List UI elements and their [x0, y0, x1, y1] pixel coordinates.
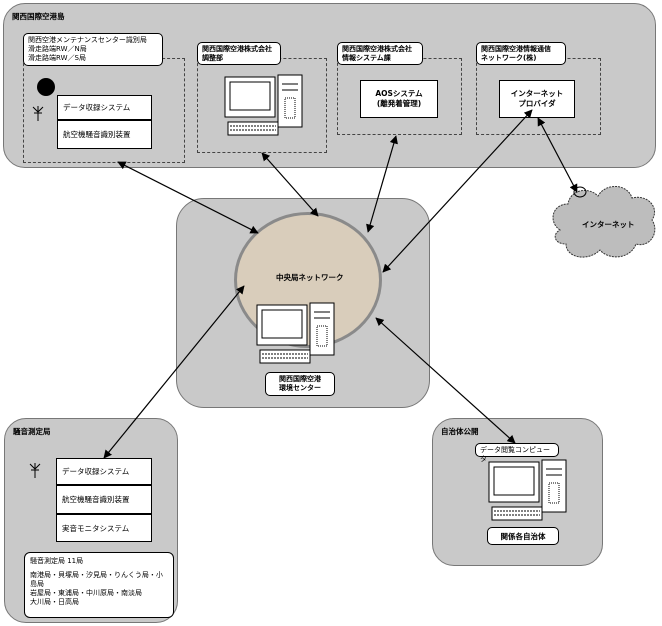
aos-system-box: AOSシステム (離発着管理)	[360, 80, 438, 118]
stations-heading: 騒音測定局 11局	[30, 557, 84, 565]
microphone-icon	[37, 78, 55, 96]
infosys-label: 関西国際空港株式会社 情報システム課	[337, 42, 423, 65]
system-noise-identification: 航空機騒音識別装置	[56, 485, 152, 514]
data-viewing-computer-label: データ閲覧コンピュータ	[475, 443, 559, 463]
maintenance-line: 滑走路端RW／N局	[28, 45, 87, 53]
environment-center-line: 環境センター	[279, 384, 321, 392]
central-network-label: 中央局ネットワーク	[276, 273, 344, 282]
municipalities-label: 関係各自治体	[487, 527, 559, 545]
isp-line: インターネット	[510, 89, 564, 98]
stations-line: 岩屋局・東浦局・中川原局・南淡局	[30, 589, 142, 597]
computer-icon	[222, 72, 307, 140]
maintenance-line: 関西空港メンテナンスセンター識別局	[28, 36, 147, 44]
coordination-label: 関西国際空港株式会社 調整部	[197, 42, 281, 65]
infosys-line: 関西国際空港株式会社	[342, 45, 412, 53]
stations-line: 大川局・日高局	[30, 598, 79, 606]
stations-line: 島局	[30, 580, 44, 588]
computer-icon	[254, 300, 339, 368]
antenna-icon	[28, 461, 42, 479]
isp-line: プロバイダ	[518, 99, 556, 108]
stations-list-box: 騒音測定局 11局 南港局・貝塚局・汐見局・りんくう局・小 島局 岩屋局・東浦局…	[24, 552, 174, 618]
network-company-line: ネットワーク(株)	[481, 54, 537, 62]
network-company-line: 関西国際空港情報通信	[481, 45, 551, 53]
system-noise-identification: 航空機騒音識別装置	[57, 120, 152, 149]
computer-icon	[486, 457, 571, 525]
municipal-title: 自治体公開	[441, 427, 479, 436]
maintenance-label: 関西空港メンテナンスセンター識別局 滑走路端RW／N局 滑走路端RW／S局	[23, 33, 163, 66]
cloud-icon: インターネット	[548, 180, 660, 265]
coordination-line: 調整部	[202, 54, 223, 62]
coordination-line: 関西国際空港株式会社	[202, 45, 272, 53]
island-title: 関西国際空港島	[12, 12, 65, 21]
aos-line: AOSシステム	[375, 89, 423, 98]
system-audio-monitor: 実音モニタシステム	[56, 514, 152, 542]
system-data-recording: データ収録システム	[56, 458, 152, 485]
infosys-line: 情報システム課	[342, 54, 391, 62]
isp-box: インターネット プロバイダ	[499, 80, 575, 118]
system-data-recording: データ収録システム	[57, 95, 152, 120]
aos-line: (離発着管理)	[376, 99, 422, 108]
monitoring-title: 騒音測定局	[13, 427, 51, 436]
stations-line: 南港局・貝塚局・汐見局・りんくう局・小	[30, 571, 163, 579]
environment-center-label: 関西国際空港 環境センター	[265, 372, 335, 396]
antenna-icon	[31, 104, 45, 122]
internet-label: インターネット	[582, 220, 635, 229]
network-company-label: 関西国際空港情報通信 ネットワーク(株)	[476, 42, 566, 65]
environment-center-line: 関西国際空港	[279, 375, 321, 383]
maintenance-line: 滑走路端RW／S局	[28, 54, 86, 62]
